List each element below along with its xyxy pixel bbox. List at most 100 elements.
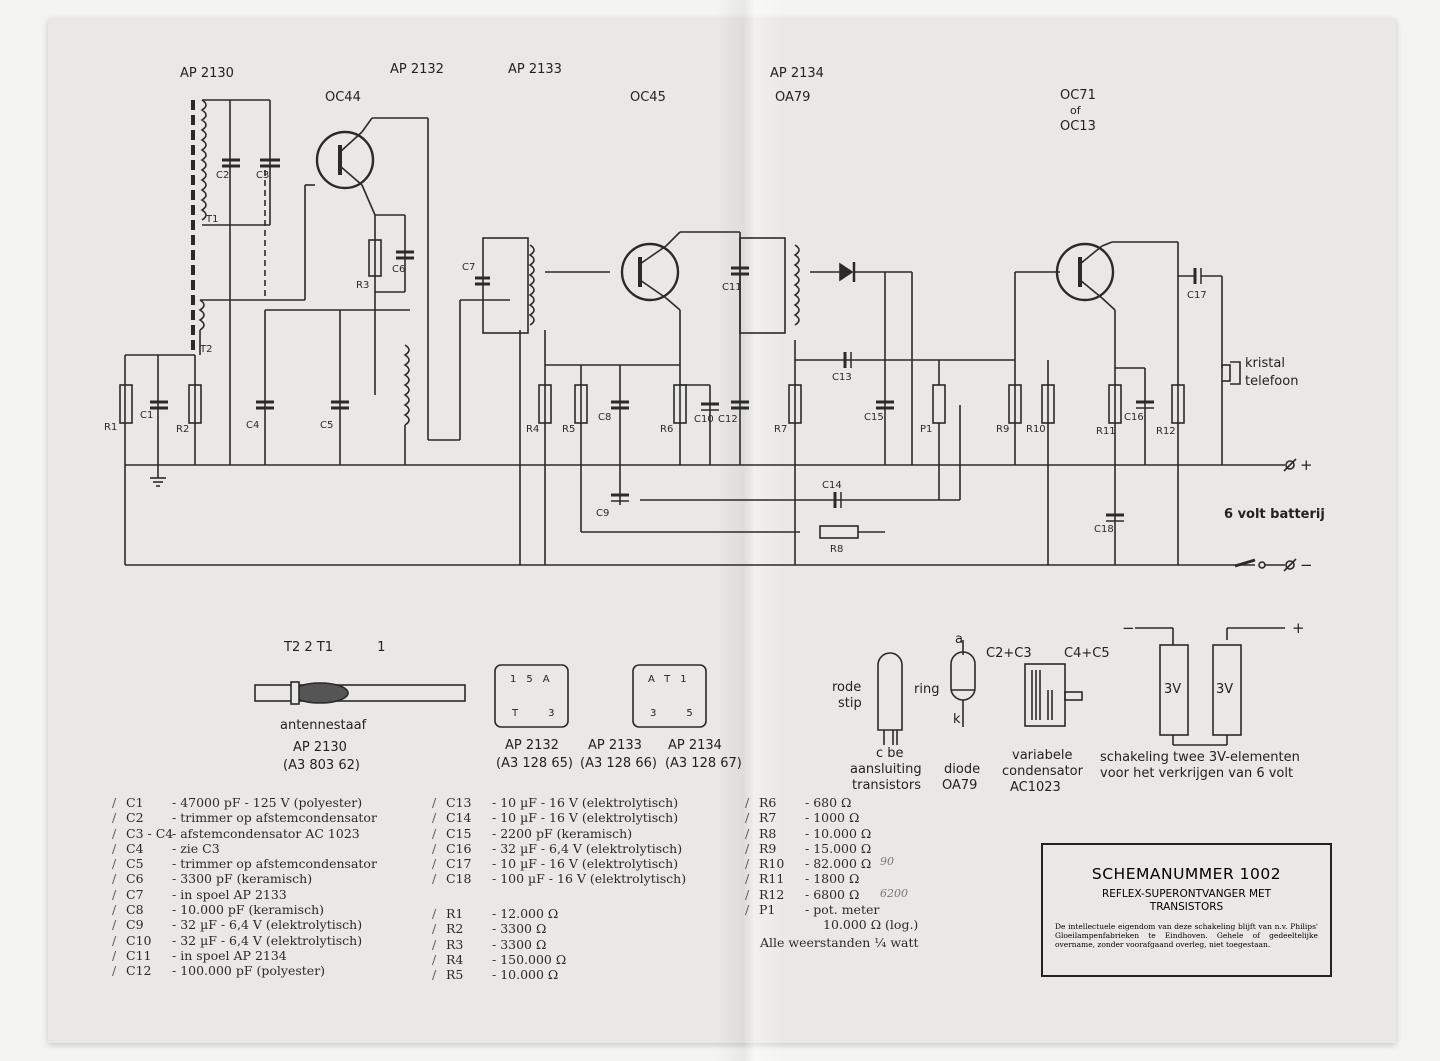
part-value: - 3300 Ω bbox=[492, 936, 547, 952]
part-ref: C10 bbox=[126, 932, 152, 948]
coil-2133-2134-types: AP 2133 AP 2134 bbox=[588, 738, 722, 753]
part-ref: R11 bbox=[759, 871, 785, 887]
part-value: - 47000 pF - 125 V (polyester) bbox=[172, 795, 363, 810]
resistor-r8 bbox=[819, 525, 859, 539]
handwritten-note-2: 6200 bbox=[880, 887, 908, 900]
component-label: C18 bbox=[1094, 524, 1114, 535]
varcap-caption-2: condensator bbox=[1002, 764, 1083, 779]
coil-ap2132 bbox=[403, 344, 410, 426]
red-dot-label-1: rode bbox=[832, 680, 862, 695]
part-value: - 15.000 Ω bbox=[805, 840, 872, 856]
part-value: - 32 µF - 6,4 V (elektrolytisch) bbox=[492, 840, 683, 856]
check-mark-icon: / bbox=[112, 856, 117, 872]
parts-list-row: /R8- 10.000 Ω bbox=[745, 826, 918, 841]
component-label: C14 bbox=[822, 480, 842, 491]
resistor-r4 bbox=[538, 384, 552, 424]
antenna-type: AP 2130 bbox=[293, 740, 347, 755]
part-ref: C15 bbox=[446, 825, 472, 841]
parts-list-row: /R1- 12.000 Ω bbox=[432, 906, 566, 921]
parts-list-row: /C14- 10 µF - 16 V (elektrolytisch) bbox=[432, 810, 686, 825]
parts-list-row: /C2- trimmer op afstemcondensator bbox=[112, 810, 377, 825]
parts-list-resistors-2: /R6- 680 Ω/R7- 1000 Ω/R8- 10.000 Ω/R9- 1… bbox=[745, 795, 918, 933]
part-ref: C8 bbox=[126, 902, 144, 918]
part-value: - 1000 Ω bbox=[805, 810, 860, 826]
part-value: - 32 µF - 6,4 V (elektrolytisch) bbox=[172, 917, 363, 933]
resistor-r11 bbox=[1108, 384, 1122, 424]
diode-outline bbox=[950, 640, 976, 727]
handwritten-note-1: 90 bbox=[880, 855, 894, 868]
battery-cell-2: 3V bbox=[1216, 682, 1234, 697]
component-label: P1 bbox=[920, 424, 932, 435]
coil-2133-pins-top: AT1 bbox=[648, 674, 697, 685]
coil-2132-code: (A3 128 65) bbox=[496, 756, 573, 771]
component-label: T2 bbox=[199, 344, 212, 355]
part-ref: R2 bbox=[446, 921, 464, 937]
resistor-r2 bbox=[188, 384, 202, 424]
part-ref: C17 bbox=[446, 856, 472, 872]
component-label: C5 bbox=[320, 420, 333, 431]
diode-oa79 bbox=[839, 262, 854, 282]
parts-list-row: /R12- 6800 Ω bbox=[745, 887, 918, 902]
antenna-rod-detail bbox=[254, 681, 466, 705]
schema-subtitle-2: TRANSISTORS bbox=[1149, 901, 1224, 913]
component-label: C6 bbox=[392, 264, 405, 275]
transistor-label-oc71: OC71 bbox=[1060, 88, 1096, 103]
check-mark-icon: / bbox=[745, 795, 750, 810]
check-mark-icon: / bbox=[432, 856, 437, 872]
battery-plus: + bbox=[1292, 619, 1305, 637]
coil-2133-code: (A3 128 66) bbox=[580, 756, 657, 771]
parts-list-row: /C13- 10 µF - 16 V (elektrolytisch) bbox=[432, 795, 686, 810]
part-ref: C11 bbox=[126, 947, 152, 963]
part-ref: R5 bbox=[446, 967, 464, 983]
parts-list-row: /R3- 3300 Ω bbox=[432, 937, 566, 952]
coil-2134-type: AP 2134 bbox=[667, 738, 722, 753]
antenna-caption: antennestaaf bbox=[280, 718, 367, 733]
component-label: C16 bbox=[1124, 412, 1144, 423]
component-label: C1 bbox=[140, 410, 153, 421]
part-value: - 10 µF - 16 V (elektrolytisch) bbox=[492, 856, 679, 872]
check-mark-icon: / bbox=[432, 951, 437, 967]
component-label: C12 bbox=[718, 414, 738, 425]
battery-cell-1: 3V bbox=[1164, 682, 1182, 697]
component-label: R2 bbox=[176, 424, 189, 435]
parts-list-row: /C11- in spoel AP 2134 bbox=[112, 948, 377, 963]
check-mark-icon: / bbox=[432, 921, 437, 937]
check-mark-icon: / bbox=[745, 810, 750, 826]
resistor-r7 bbox=[788, 384, 802, 424]
schema-number: SCHEMANUMMER 1002 bbox=[1091, 865, 1282, 883]
coil-2132-type: AP 2132 bbox=[505, 738, 559, 753]
part-ref: C14 bbox=[446, 810, 472, 826]
part-ref: R1 bbox=[446, 906, 464, 921]
component-label: C17 bbox=[1187, 290, 1207, 301]
part-ref: C9 bbox=[126, 917, 144, 933]
part-value: - afstemcondensator AC 1023 bbox=[172, 825, 360, 841]
parts-list-row: /R10- 82.000 Ω bbox=[745, 856, 918, 871]
check-mark-icon: / bbox=[432, 795, 437, 810]
parts-list-row: /R6- 680 Ω bbox=[745, 795, 918, 810]
check-mark-icon: / bbox=[745, 856, 750, 872]
resistor-r1 bbox=[119, 384, 133, 424]
part-ref: C12 bbox=[126, 963, 152, 979]
component-label: T1 bbox=[205, 214, 218, 225]
part-value: - 82.000 Ω bbox=[805, 856, 872, 872]
parts-list-row: /C12- 100.000 pF (polyester) bbox=[112, 963, 377, 978]
copyright-notice: De intellectuele eigendom van deze schak… bbox=[1055, 922, 1318, 949]
part-value: - in spoel AP 2134 bbox=[172, 947, 287, 963]
part-ref: C2 bbox=[126, 810, 144, 826]
coil-2133-type: AP 2133 bbox=[588, 738, 642, 753]
check-mark-icon: / bbox=[745, 840, 750, 856]
parts-list-row: /C18- 100 µF - 16 V (elektrolytisch) bbox=[432, 871, 686, 886]
parts-list-capacitors-2: /C13- 10 µF - 16 V (elektrolytisch)/C14-… bbox=[432, 795, 686, 887]
parts-list-row: /C7- in spoel AP 2133 bbox=[112, 887, 377, 902]
parts-list-row: /R5- 10.000 Ω bbox=[432, 967, 566, 982]
part-value: - 10 µF - 16 V (elektrolytisch) bbox=[492, 810, 679, 826]
check-mark-icon: / bbox=[432, 906, 437, 921]
ground-symbol bbox=[150, 465, 166, 487]
part-ref: C7 bbox=[126, 886, 144, 902]
component-label: R3 bbox=[356, 280, 369, 291]
part-ref: C3 - C4 bbox=[126, 825, 174, 841]
check-mark-icon: / bbox=[112, 795, 117, 810]
coil-2133-2134-codes: (A3 128 66) (A3 128 67) bbox=[580, 756, 742, 771]
part-value: - zie C3 bbox=[172, 840, 220, 856]
part-ref: C6 bbox=[126, 871, 144, 887]
